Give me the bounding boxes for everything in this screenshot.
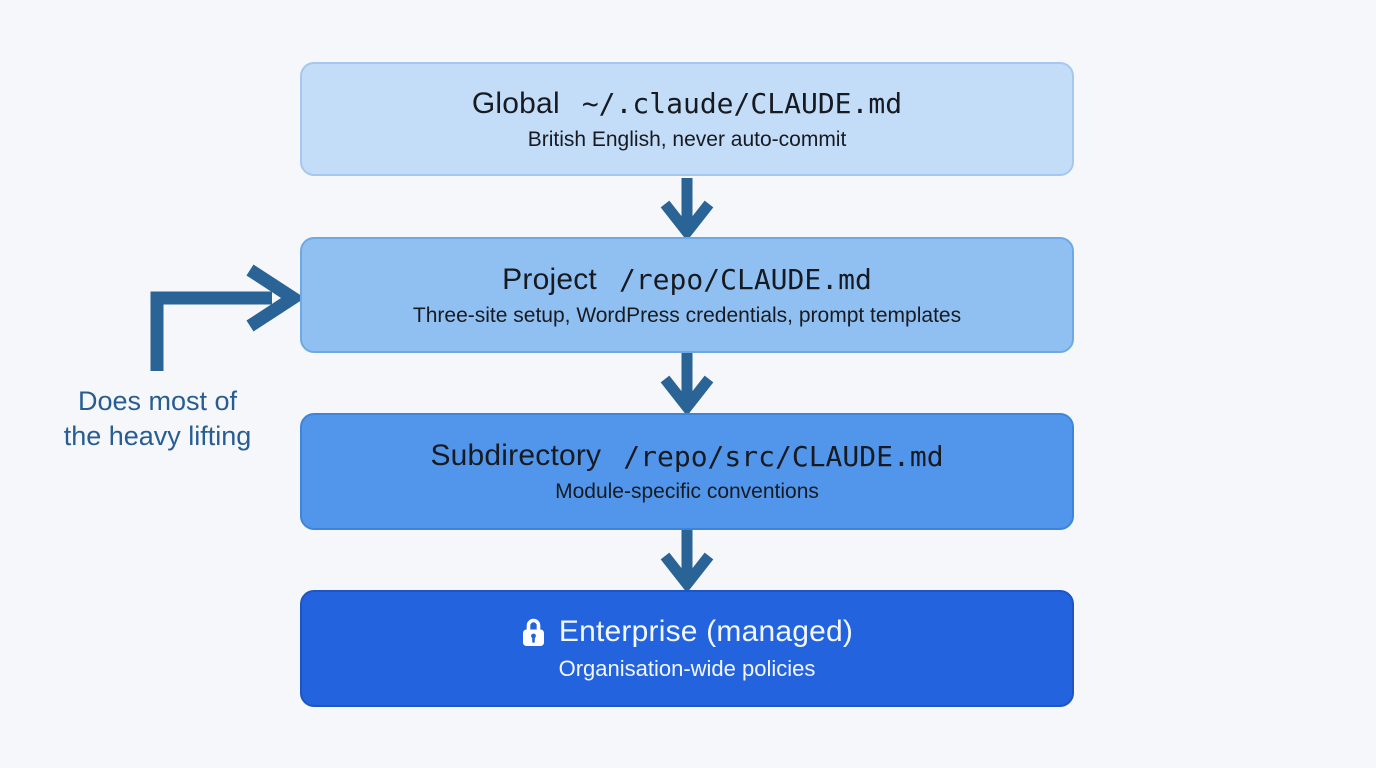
node-project-path: /repo/CLAUDE.md [618,263,872,296]
node-global: Global ~/.claude/CLAUDE.md British Englis… [300,62,1074,176]
annotation-arrow-icon [150,264,305,371]
node-subdirectory-title-row: Subdirectory/repo/src/CLAUDE.md [430,439,943,473]
node-project: Project/repo/CLAUDE.md Three-site setup,… [300,237,1074,353]
node-global-title: Global [471,86,560,120]
node-enterprise-subtitle: Organisation-wide policies [558,656,816,681]
down-arrow-icon [660,530,714,591]
annotation-label-line1: Does most of [77,386,238,416]
lock-icon [522,618,544,646]
node-subdirectory-subtitle: Module-specific conventions [555,480,819,503]
node-project-subtitle: Three-site setup, WordPress credentials,… [412,303,962,327]
node-global-path: ~/.claude/CLAUDE.md [581,87,903,120]
node-subdirectory-title: Subdirectory [430,439,602,472]
down-arrow-icon [660,353,714,414]
node-project-title: Project [502,262,597,296]
node-enterprise: Enterprise (managed) Organisation-wide p… [300,590,1074,707]
annotation-label: Does most of the heavy lifting [20,384,295,454]
annotation-label-line2: the heavy lifting [63,421,252,451]
node-subdirectory: Subdirectory/repo/src/CLAUDE.md Module-s… [300,413,1074,530]
node-project-title-row: Project/repo/CLAUDE.md [502,263,872,297]
node-global-subtitle: British English, never auto-commit [527,127,847,151]
node-enterprise-title-row: Enterprise (managed) [521,615,853,649]
node-subdirectory-path: /repo/src/CLAUDE.md [623,439,944,473]
down-arrow-icon [660,178,714,239]
node-enterprise-title: Enterprise (managed) [558,615,854,648]
node-global-title-row: Global ~/.claude/CLAUDE.md [472,87,902,121]
